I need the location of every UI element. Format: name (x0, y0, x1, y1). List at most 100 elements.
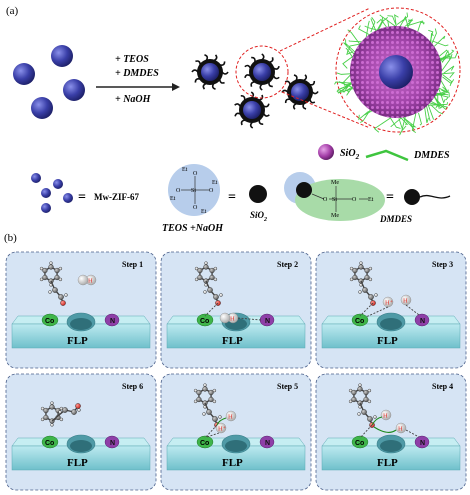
co-label: Co (45, 318, 54, 325)
panel-b-label: (b) (4, 232, 17, 244)
co-label: Co (45, 440, 54, 447)
coated-spheres (191, 53, 319, 129)
n-site (414, 435, 430, 449)
co-site (196, 313, 214, 327)
n-site (414, 313, 430, 327)
reagent-dmdes: + DMDES (115, 68, 159, 79)
mw-zif-67-spheres (13, 45, 85, 119)
hydrogen-atom-1 (225, 410, 237, 422)
hydrogen-label: H (383, 413, 388, 420)
svg-text:O: O (352, 197, 357, 203)
reagent-teos: + TEOS (115, 54, 149, 65)
reactant-molecule (193, 383, 222, 428)
co-label: Co (200, 440, 209, 447)
legend-sio2: SiO2 (340, 148, 360, 161)
n-label: N (110, 318, 115, 325)
co-site (351, 435, 369, 449)
dmdes-sphere-symbol (404, 189, 420, 205)
co-label: Co (355, 318, 364, 325)
sio2-black-sphere (249, 185, 267, 203)
n-label: N (420, 440, 425, 447)
reactant-molecule (40, 401, 81, 427)
hydrogen-atom-2 (215, 422, 227, 434)
dmdes-grafted-molecule: O Si O Me Me Et (284, 172, 385, 221)
coated-sphere (281, 74, 319, 110)
svg-text:Et: Et (170, 196, 176, 202)
coated-sphere (244, 53, 280, 91)
flp-label: FLP (67, 457, 88, 469)
panel-a-label: (a) (6, 5, 19, 17)
flp-label: FLP (222, 457, 243, 469)
coated-sphere (234, 91, 270, 129)
svg-text:Et: Et (182, 167, 188, 173)
hydrogen-label: H (228, 414, 233, 421)
teos-molecule: Si O O O O Et Et Et Et (168, 164, 220, 216)
hydrogen-label: H (398, 426, 403, 433)
hydrogen-label: H⁺ (385, 300, 394, 307)
svg-text:O: O (323, 197, 328, 203)
step-panel-6: Step 4 FLP Co N H H (315, 373, 467, 491)
co-label: Co (200, 318, 209, 325)
reactant-molecule (39, 261, 68, 306)
zoom-line-top (279, 7, 371, 52)
n-site (259, 435, 275, 449)
step-panel-1: Step 1 FLP Co N H (5, 251, 157, 369)
step-title: Step 4 (432, 382, 453, 391)
equals-sign-2: = (228, 190, 236, 205)
n-label: N (265, 318, 270, 325)
n-label: N (265, 440, 270, 447)
svg-text:Me: Me (331, 180, 339, 186)
hydrogen-atom-2 (395, 422, 407, 434)
reagent-naoh: + NaOH (115, 94, 152, 105)
small-spheres-cluster (31, 173, 73, 213)
equals-sign-1: = (78, 190, 86, 205)
hydrogen-label: H (403, 298, 408, 305)
dmdes-tail-symbol (419, 194, 451, 199)
step-title: Step 3 (432, 260, 453, 269)
coated-sphere (191, 54, 229, 90)
n-site (104, 313, 120, 327)
dmdes-caption: DMDES (379, 214, 412, 224)
svg-text:Si: Si (332, 197, 337, 203)
teos-naoh-caption: TEOS +NaOH (162, 223, 224, 234)
step-panel-4: Step 6 FLP Co N (5, 373, 157, 491)
hydrogen-label: H⁺ (218, 426, 227, 433)
co-label: Co (355, 440, 364, 447)
svg-text:Et: Et (368, 197, 374, 203)
flp-label: FLP (67, 335, 88, 347)
n-site (104, 435, 120, 449)
n-label: N (110, 440, 115, 447)
zoomed-core-shell-particle (334, 7, 461, 136)
co-site (196, 435, 214, 449)
equals-sign-3: = (386, 190, 394, 205)
svg-text:Et: Et (212, 180, 218, 186)
step-panel-5: Step 5 FLP Co N HH⁺ (160, 373, 312, 491)
svg-text:Si: Si (191, 188, 196, 194)
svg-text:O: O (193, 205, 198, 211)
co-site (41, 435, 59, 449)
hydrogen-atom-1 (380, 409, 392, 421)
hydrogen-label: H (88, 278, 93, 285)
flp-label: FLP (222, 335, 243, 347)
step-title: Step 1 (122, 260, 143, 269)
svg-text:O: O (209, 188, 214, 194)
step-title: Step 6 (122, 382, 143, 391)
svg-text:O: O (176, 188, 181, 194)
zoom-line-bottom (281, 91, 371, 129)
dmdes-legend-chain (365, 149, 409, 162)
mw-zif-67-label: Mw-ZIF-67 (94, 192, 139, 202)
sio2-caption: SiO2 (250, 210, 267, 223)
step-title: Step 5 (277, 382, 298, 391)
reactant-molecule (348, 383, 377, 428)
co-site (351, 313, 369, 327)
flp-label: FLP (377, 335, 398, 347)
reactant-molecule (349, 261, 378, 306)
svg-text:Et: Et (201, 209, 207, 215)
flp-label: FLP (377, 457, 398, 469)
reaction-arrow (96, 83, 180, 91)
silica-legend-sphere (318, 144, 334, 160)
zoom-highlight-circle (235, 45, 289, 99)
